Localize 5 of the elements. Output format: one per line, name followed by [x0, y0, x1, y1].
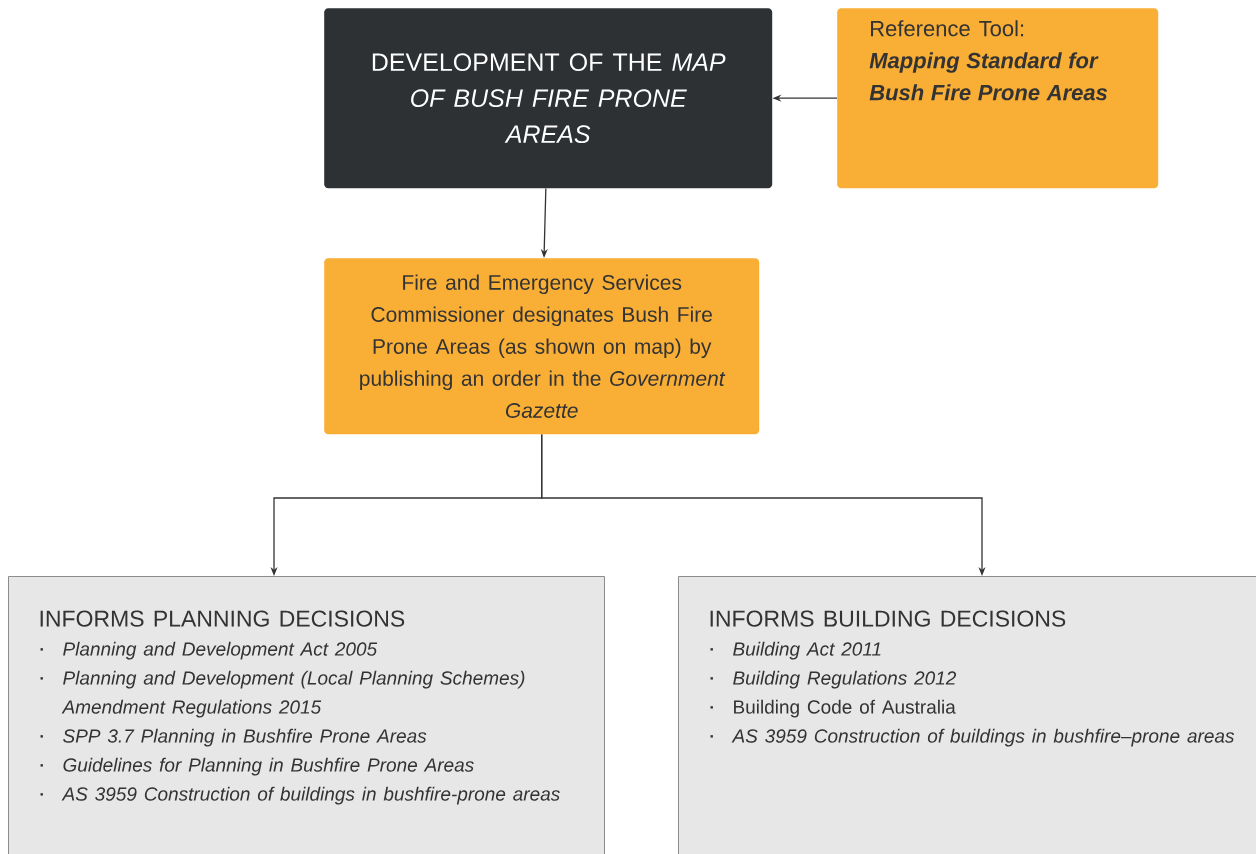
decision-panel: INFORMS PLANNING DECISIONS Planning and Development Act 2005 Planning and Development (Local Planning Schemes) Amendment Regulations 2015 SPP 3.7 Planning in Bushfire Prone Areas Guidelines for Planning in Bushfire Prone Areas AS 3959 Construction of buildings in bushfire-prone areas: [8, 576, 605, 854]
decision-panel: INFORMS BUILDING DECISIONS Building Act 2011 Building Regulations 2012 Building Code of Australia AS 3959 Construction of buildings in bushfire–prone areas: [678, 576, 1256, 854]
process-box: Fire and Emergency Services Commissioner designates Bush Fire Prone Areas (as shown on map) by publishing an order in the Government Gazette: [324, 258, 760, 435]
reference-box: Reference Tool: Mapping Standard for Bush Fire Prone Areas: [837, 8, 1159, 189]
title-box: DEVELOPMENT OF THE MAP OF BUSH FIRE PRONE AREAS: [324, 8, 773, 189]
